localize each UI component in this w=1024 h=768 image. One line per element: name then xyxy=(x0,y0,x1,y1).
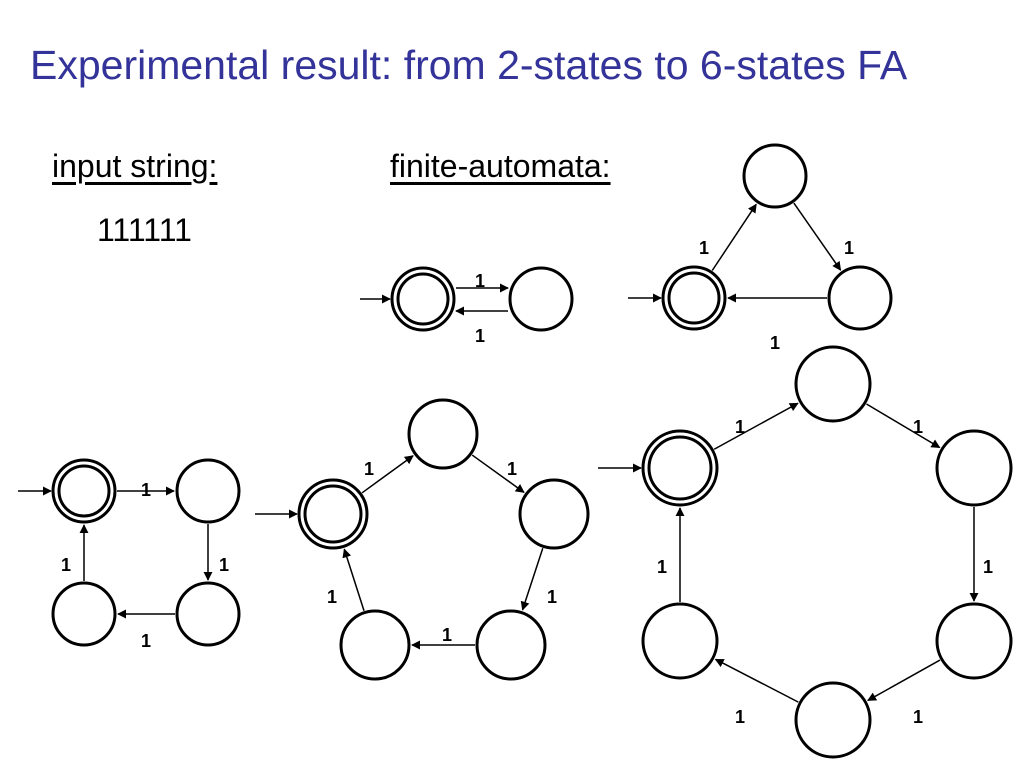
transition-arrow xyxy=(793,202,842,271)
fa-6-states: 1 1 1 1 1 1 xyxy=(598,345,1013,759)
transition-label: 1 xyxy=(913,417,923,437)
accepting-state xyxy=(390,266,456,332)
state xyxy=(935,602,1013,680)
transition-label: 1 xyxy=(547,587,557,607)
state xyxy=(794,345,872,423)
transition-label: 1 xyxy=(475,271,485,291)
accepting-ring xyxy=(303,484,363,544)
transition-arrow xyxy=(866,403,941,449)
transition-label: 1 xyxy=(657,557,667,577)
finite-automata-heading: finite-automata: xyxy=(390,148,611,184)
state xyxy=(175,581,241,647)
transition-label: 1 xyxy=(442,625,452,645)
state xyxy=(518,478,590,550)
state xyxy=(407,398,479,470)
page-title: Experimental result: from 2-states to 6-… xyxy=(30,42,908,88)
accepting-ring xyxy=(647,435,713,501)
transition-label: 1 xyxy=(735,707,745,727)
state xyxy=(508,266,574,332)
transition-label: 1 xyxy=(475,326,485,346)
transition-label: 1 xyxy=(507,459,517,479)
transition-arrow xyxy=(867,659,941,702)
accepting-state xyxy=(641,429,719,507)
accepting-ring xyxy=(667,271,721,325)
transition-arrow xyxy=(342,548,365,611)
transition-label: 1 xyxy=(61,555,71,575)
transition-label: 1 xyxy=(141,480,151,500)
fa-3-states: 1 1 1 xyxy=(628,143,893,353)
state xyxy=(175,458,241,524)
transition-label: 1 xyxy=(141,631,151,651)
accepting-state xyxy=(297,478,369,550)
transition-label: 1 xyxy=(735,417,745,437)
transition-label: 1 xyxy=(770,333,780,353)
transition-label: 1 xyxy=(699,238,709,258)
fa-2-states: 11 xyxy=(360,266,574,346)
state xyxy=(475,609,547,681)
accepting-ring xyxy=(396,272,450,326)
state xyxy=(51,581,117,647)
transition-label: 1 xyxy=(844,238,854,258)
state xyxy=(742,143,808,209)
accepting-ring xyxy=(57,464,111,518)
transition-arrow xyxy=(711,203,757,271)
state xyxy=(641,602,719,680)
transition-label: 1 xyxy=(983,557,993,577)
accepting-state xyxy=(51,458,117,524)
state xyxy=(935,429,1013,507)
transition-arrow xyxy=(471,454,525,493)
fa-5-states: 1 1 1 1 1 xyxy=(255,398,590,681)
transition-label: 1 xyxy=(913,707,923,727)
accepting-state xyxy=(661,265,727,331)
input-string-value: 111111 xyxy=(97,212,192,248)
transition-label: 1 xyxy=(219,555,229,575)
state xyxy=(339,609,411,681)
fa-4-states: 1 1 1 1 xyxy=(18,458,241,651)
transition-arrow xyxy=(714,658,799,703)
state xyxy=(794,681,872,759)
transition-arrow xyxy=(361,455,414,494)
transition-label: 1 xyxy=(364,459,374,479)
state xyxy=(827,265,893,331)
input-string-heading: input string: xyxy=(52,148,218,184)
transition-arrow xyxy=(713,402,799,450)
transition-label: 1 xyxy=(327,587,337,607)
transition-arrow xyxy=(520,547,544,611)
